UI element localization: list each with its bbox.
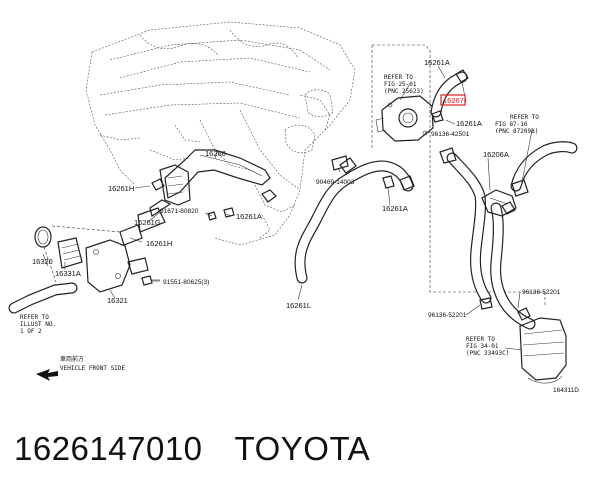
ref-note-fig-25-01: REFER TO FIG 25-01 (PNC 25623) [384, 74, 424, 95]
ref1-line3: (PNC 25623) [384, 88, 424, 95]
ref4-line3: 1 OF 2 [20, 328, 42, 335]
label-96136-52201-l[interactable]: 96136-52201 [428, 312, 467, 319]
oil-cooler [519, 317, 567, 384]
label-16326[interactable]: 16326 [32, 257, 53, 266]
hose-16261L [294, 157, 415, 284]
front-label-cn: 車両前方 [60, 355, 84, 363]
label-91551-80625[interactable]: 91551-80625(3) [163, 279, 209, 286]
ref1-line2: FIG 25-01 [384, 81, 417, 88]
label-16261A-top[interactable]: 16261A [424, 58, 450, 67]
ref2-line3: (PNC 87209B) [495, 128, 538, 135]
ref1-line1: REFER TO [384, 74, 413, 81]
lower-left-hose [8, 282, 78, 314]
highlight-box-16267 [440, 94, 466, 106]
label-16261A-right[interactable]: 16261A [456, 119, 482, 128]
illustration-code: 164311D [553, 387, 579, 394]
hose-16267 [430, 69, 469, 123]
ref4-line1: REFER TO [20, 314, 49, 321]
label-96136-52201-r[interactable]: 96136-52201 [522, 289, 561, 296]
part-labels: 16268 16261H 16261G 16261H 91671-80820 1… [32, 58, 561, 319]
front-label-en: VEHICLE FRONT SIDE [60, 365, 125, 372]
label-16261L[interactable]: 16261L [286, 301, 311, 310]
hose-16206A [439, 147, 536, 330]
ref-note-fig-87-16: REFER TO FIG 87-16 (PNC 87209B) [495, 114, 539, 135]
thermostat-housing [34, 225, 160, 293]
valve-body [375, 95, 434, 142]
ref2-line1: REFER TO [510, 114, 539, 121]
leader-lines [42, 65, 533, 351]
label-16261H-low[interactable]: 16261H [146, 239, 172, 248]
engine-block-outline [85, 21, 356, 246]
label-16268[interactable]: 16268 [205, 149, 226, 158]
ref-note-illust: REFER TO ILLUST NO. 1 OF 2 [20, 314, 56, 335]
ref2-line2: FIG 87-16 [495, 121, 528, 128]
label-16261H-top[interactable]: 16261H [108, 184, 134, 193]
arrow-left-icon [36, 369, 58, 381]
ref3-line2: FIG 34-01 [466, 343, 499, 350]
label-16267[interactable]: 16267 [443, 96, 464, 105]
label-96136-42501[interactable]: 96136-42501 [431, 131, 470, 138]
ref3-line1: REFER TO [466, 336, 495, 343]
label-16321[interactable]: 16321 [107, 296, 128, 305]
vehicle-front-indicator: 車両前方 VEHICLE FRONT SIDE [36, 355, 125, 381]
label-16331A[interactable]: 16331A [55, 269, 81, 278]
label-16261A-mid[interactable]: 16261A [236, 212, 262, 221]
label-16261A-r[interactable]: 16261A [382, 204, 408, 213]
part-number: 1626147010 [14, 430, 203, 467]
label-90469-14003[interactable]: 90469-14003 [316, 179, 355, 186]
label-91671-80820[interactable]: 91671-80820 [160, 208, 199, 215]
parts-diagram: 16268 16261H 16261G 16261H 91671-80820 1… [8, 21, 579, 394]
caption: 1626147010 TOYOTA [14, 430, 370, 468]
ref4-line2: ILLUST NO. [20, 321, 56, 328]
ref3-line3: (PNC 33493C) [466, 350, 509, 357]
ref-note-fig-34-01: REFER TO FIG 34-01 (PNC 33493C) [466, 336, 509, 357]
label-16206A[interactable]: 16206A [483, 150, 509, 159]
clip-parts [207, 155, 349, 221]
upper-right-hose [510, 141, 578, 197]
label-16261G[interactable]: 16261G [134, 218, 161, 227]
water-pipe-16268 [119, 149, 277, 246]
brand-name: TOYOTA [234, 430, 371, 467]
